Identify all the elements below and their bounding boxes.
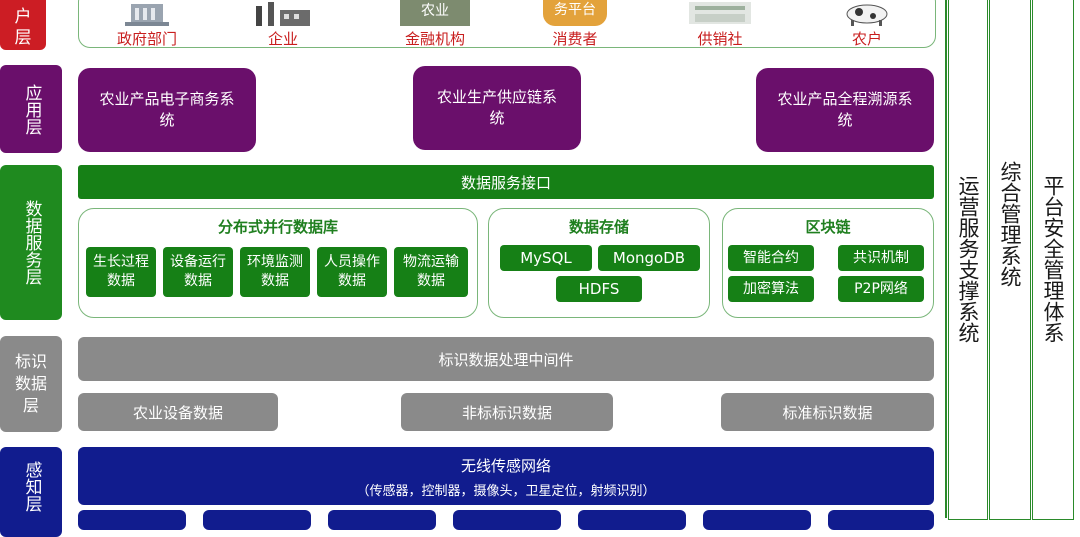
user-item-enterprise: 企业 (228, 0, 338, 49)
layer-label-application: 应用层 (0, 65, 62, 153)
perception-device-7 (828, 510, 934, 530)
blockchain-p2p: P2P网络 (838, 276, 924, 302)
identification-middleware: 标识数据处理中间件 (78, 337, 934, 381)
storage-hdfs: HDFS (556, 276, 642, 302)
db-item-growth: 生长过程数据 (86, 247, 156, 297)
side-column-management: 综合管理系统 (989, 0, 1031, 520)
db-item-personnel: 人员操作数据 (317, 247, 387, 297)
storage-mongodb: MongoDB (598, 245, 700, 271)
side-column-operations: 运营服务支撑系统 (948, 0, 988, 520)
identification-equipment-data: 农业设备数据 (78, 393, 278, 431)
distributed-db-title: 分布式并行数据库 (217, 218, 338, 236)
finance-icon: 农业 (400, 0, 470, 26)
user-item-consumer: 务平台 消费者 (515, 0, 635, 49)
cow-icon (846, 4, 888, 26)
identification-standard-data: 标准标识数据 (721, 393, 934, 431)
perception-device-1 (78, 510, 186, 530)
db-item-environment: 环境监测数据 (240, 247, 310, 297)
layer-label-data-service: 数据服务层 (0, 165, 62, 320)
side-divider (945, 0, 947, 518)
data-service-interface: 数据服务接口 (78, 165, 934, 199)
app-supply-chain-system: 农业生产供应链系统 (413, 66, 581, 150)
blockchain-smart-contract: 智能合约 (728, 245, 814, 271)
blockchain-title: 区块链 (805, 218, 851, 236)
user-item-farmer: 农户 (812, 0, 922, 49)
db-item-equipment: 设备运行数据 (163, 247, 233, 297)
app-traceability-system: 农业产品全程溯源系统 (756, 68, 934, 152)
layer-label-identification: 标识数据层 (0, 336, 62, 432)
government-building-icon (125, 4, 169, 26)
layer-label-user: 户层 (0, 0, 46, 50)
db-item-logistics: 物流运输数据 (394, 247, 468, 297)
identification-nonstandard-data: 非标标识数据 (401, 393, 613, 431)
side-column-security: 平台安全管理体系 (1032, 0, 1074, 520)
perception-device-5 (578, 510, 686, 530)
data-storage-title: 数据存储 (568, 218, 629, 236)
perception-device-2 (203, 510, 311, 530)
user-item-supply-coop: 供销社 (665, 0, 775, 49)
app-ecommerce-system: 农业产品电子商务系统 (78, 68, 256, 152)
vegetables-icon: 务平台 (543, 0, 607, 26)
perception-device-3 (328, 510, 436, 530)
user-item-government: 政府部门 (92, 0, 202, 49)
coop-building-icon (689, 2, 751, 24)
user-layer-panel (78, 0, 936, 48)
blockchain-encryption: 加密算法 (728, 276, 814, 302)
layer-label-perception: 感知层 (0, 447, 62, 537)
factory-icon (256, 2, 310, 26)
wireless-sensor-network: 无线传感网络 （传感器，控制器，摄像头，卫星定位，射频识别） (78, 447, 934, 505)
perception-device-6 (703, 510, 811, 530)
blockchain-consensus: 共识机制 (838, 245, 924, 271)
perception-device-4 (453, 510, 561, 530)
storage-mysql: MySQL (500, 245, 592, 271)
user-item-financial: 农业 金融机构 (375, 0, 495, 49)
